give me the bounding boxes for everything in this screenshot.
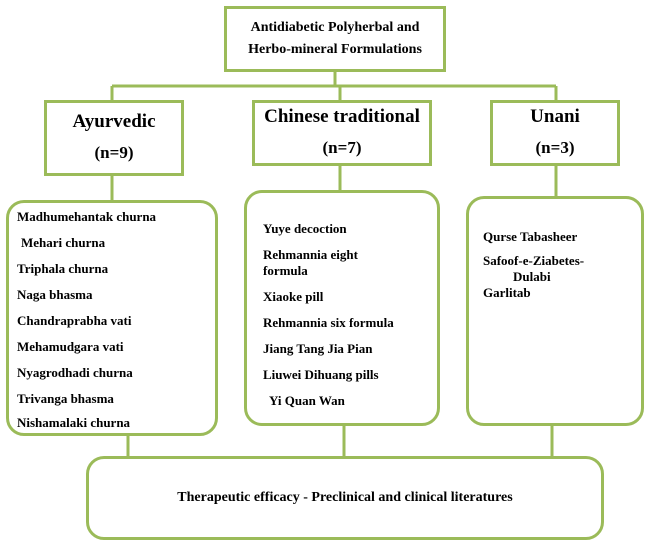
list-item: Mehari churna — [21, 235, 106, 250]
category-count: (n=9) — [94, 143, 134, 162]
formulation-list-unani: Qurse Tabasheer Safoof-e-Ziabetes- Dulab… — [466, 196, 644, 426]
list-item: Rehmannia eight — [263, 247, 429, 263]
list-item: Madhumehantak churna — [17, 209, 157, 224]
category-count: (n=3) — [535, 138, 575, 157]
formulation-list-ayurvedic: Madhumehantak churna Mehari churna Triph… — [6, 200, 218, 436]
list-item: Safoof-e-Ziabetes- — [483, 253, 585, 268]
list-item: Trivanga bhasma — [17, 391, 114, 406]
root-node: Antidiabetic Polyherbal and Herbo-minera… — [224, 6, 446, 72]
root-title-line1: Antidiabetic Polyherbal and — [250, 20, 420, 35]
therapeutic-efficacy-node: Therapeutic efficacy - Preclinical and c… — [86, 456, 604, 540]
list-item: Dulabi — [513, 269, 551, 284]
bottom-label: Therapeutic efficacy - Preclinical and c… — [177, 490, 513, 505]
category-node-ayurvedic: Ayurvedic (n=9) — [44, 100, 184, 176]
list-item: Jiang Tang Jia Pian — [263, 341, 373, 356]
list-item: Garlitab — [483, 285, 531, 300]
category-name: Chinese traditional — [264, 106, 420, 127]
category-count: (n=7) — [322, 138, 362, 157]
list-item: Naga bhasma — [17, 287, 93, 302]
list-item: Qurse Tabasheer — [483, 229, 578, 244]
root-title-line2: Herbo-mineral Formulations — [248, 42, 422, 57]
list-item-part: Rehmannia eight — [263, 247, 358, 262]
category-name: Ayurvedic — [72, 111, 156, 132]
category-node-unani: Unani (n=3) — [490, 100, 620, 166]
category-name: Unani — [530, 106, 580, 127]
list-item: Nyagrodhadi churna — [17, 365, 133, 380]
list-item: formula — [263, 263, 308, 278]
list-item: Yuye decoction — [263, 221, 347, 236]
list-item: Mehamudgara vati — [17, 339, 124, 354]
list-item: Rehmannia six formula — [263, 315, 394, 330]
list-item: Xiaoke pill — [263, 289, 324, 304]
category-node-chinese-traditional: Chinese traditional (n=7) — [252, 100, 432, 166]
list-item: Liuwei Dihuang pills — [263, 367, 379, 382]
list-item: Triphala churna — [17, 261, 109, 276]
list-item: Chandraprabha vati — [17, 313, 132, 328]
formulation-list-chinese-traditional: Yuye decoction Rehmannia eight formula X… — [244, 190, 440, 426]
list-item: Nishamalaki churna — [17, 415, 131, 430]
list-item: Yi Quan Wan — [269, 393, 345, 408]
